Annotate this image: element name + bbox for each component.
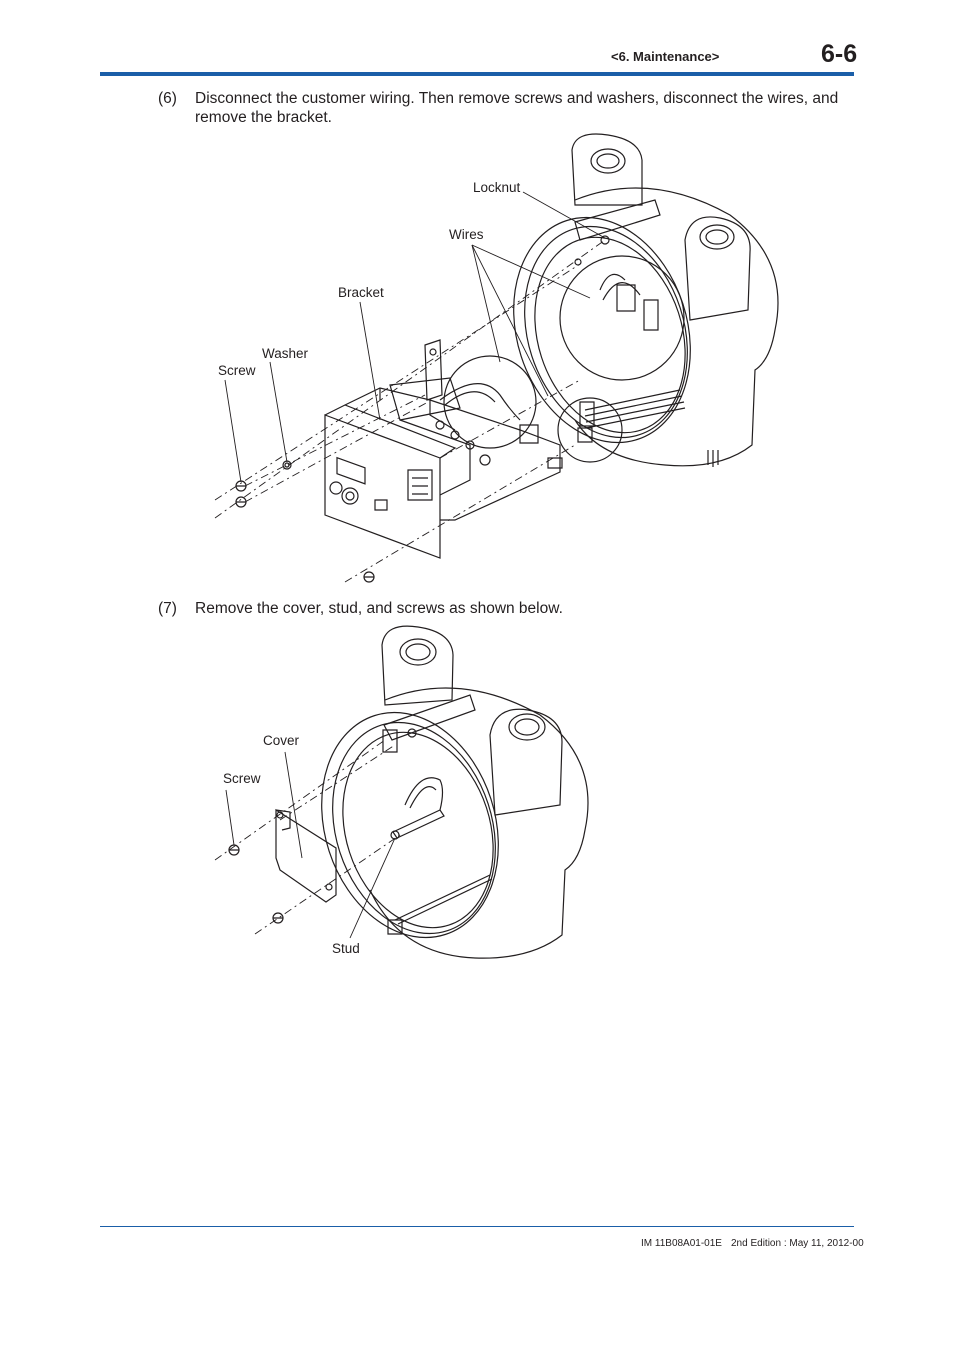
wires-label: Wires	[449, 227, 484, 242]
figure-1-housing	[486, 134, 778, 467]
locknut-label: Locknut	[473, 180, 521, 195]
figure-1-leader-lines	[225, 192, 605, 482]
figure-2-leader-lines	[226, 752, 395, 938]
step-number: (6)	[158, 90, 177, 107]
step-text: Remove the cover, stud, and screws as sh…	[195, 600, 563, 617]
washer-label: Washer	[262, 346, 309, 361]
figure-2-housing	[294, 626, 588, 961]
figure-2-screws	[229, 845, 283, 923]
step-7: (7) Remove the cover, stud, and screws a…	[158, 599, 858, 619]
footer-rule	[100, 1226, 854, 1227]
step-text: Disconnect the customer wiring. Then rem…	[195, 90, 839, 126]
bracket-label: Bracket	[338, 285, 384, 300]
document-number: IM 11B08A01-01E	[641, 1238, 722, 1249]
screw-label: Screw	[223, 771, 261, 786]
section-title: <6. Maintenance>	[611, 49, 720, 64]
figure-2-alignment-lines	[215, 740, 400, 934]
figure-1-screws	[236, 461, 374, 582]
cover-label: Cover	[263, 733, 300, 748]
step-number: (7)	[158, 600, 177, 617]
figure-1-bracket-assembly	[325, 340, 562, 558]
figure-2-cover-plate	[276, 810, 336, 902]
page-number: 6-6	[821, 40, 858, 68]
figure-1-alignment-lines	[215, 240, 605, 582]
stud-label: Stud	[332, 941, 360, 956]
step-6: (6) Disconnect the customer wiring. Then…	[158, 89, 858, 129]
edition-date: 2nd Edition : May 11, 2012-00	[731, 1238, 864, 1249]
screw-label: Screw	[218, 363, 256, 378]
header-rule	[100, 72, 854, 76]
